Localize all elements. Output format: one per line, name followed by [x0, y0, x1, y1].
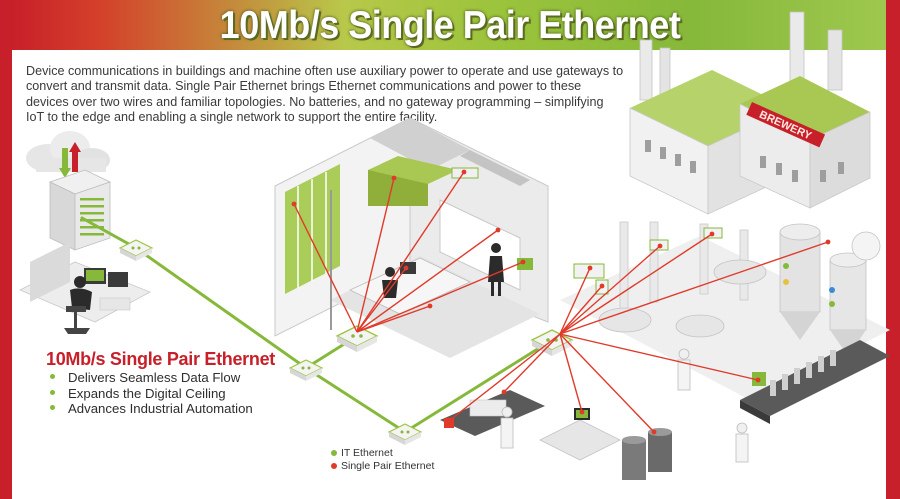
legend-label: IT Ethernet	[341, 447, 393, 459]
factory-floor	[440, 221, 890, 480]
download-arrow-icon	[59, 148, 71, 178]
feature-box: 10Mb/s Single Pair Ethernet Delivers Sea…	[46, 349, 306, 417]
bullet-icon	[50, 374, 55, 379]
it-link-1	[80, 216, 138, 250]
switch-node-1	[118, 239, 154, 261]
it-link-5	[403, 338, 554, 434]
it-link-4	[304, 366, 407, 434]
intro-paragraph: Device communications in buildings and m…	[26, 64, 624, 125]
it-link-2	[134, 246, 308, 370]
feature-title: 10Mb/s Single Pair Ethernet	[46, 349, 275, 369]
legend-item-it-ethernet: IT Ethernet	[331, 447, 434, 460]
feature-item: Expands the Digital Ceiling	[46, 386, 306, 402]
feature-item-label: Advances Industrial Automation	[68, 401, 253, 416]
barrels	[622, 428, 672, 480]
spe-endpoints-factory	[447, 231, 831, 435]
feature-item-label: Delivers Seamless Data Flow	[68, 370, 241, 385]
left-accent-bar	[0, 0, 12, 499]
fermentation-tank-icon	[779, 223, 881, 356]
page-title: 10Mb/s Single Pair Ethernet	[219, 2, 681, 47]
bullet-icon	[50, 405, 55, 410]
legend: IT Ethernet Single Pair Ethernet	[331, 447, 434, 473]
bottle-conveyor-left	[440, 390, 545, 436]
right-accent-bar	[886, 0, 900, 499]
cloud-icon	[26, 131, 110, 172]
feature-item: Delivers Seamless Data Flow	[46, 370, 306, 386]
office-worker-icon	[19, 242, 151, 334]
server-rack-icon	[48, 169, 112, 251]
conveyor-icon	[740, 340, 890, 424]
title-banner	[12, 0, 886, 50]
brewery-building-icon: BREWERY	[629, 11, 871, 215]
switch-node-office	[335, 325, 379, 352]
office-room	[274, 117, 549, 358]
legend-swatch-red	[331, 463, 337, 469]
scale-icon	[539, 408, 621, 461]
worker-right-icon	[500, 348, 749, 463]
bullet-icon	[50, 389, 55, 395]
upload-arrow-icon	[69, 142, 81, 172]
spe-links-factory	[449, 233, 829, 433]
spe-endpoints-office	[291, 169, 526, 309]
legend-label: Single Pair Ethernet	[341, 460, 435, 472]
legend-item-single-pair-ethernet: Single Pair Ethernet	[331, 460, 434, 473]
switch-node-3	[387, 423, 423, 445]
spe-links-office	[293, 171, 524, 333]
switch-node-2	[288, 359, 324, 381]
feature-item: Advances Industrial Automation	[46, 401, 306, 417]
feature-item-label: Expands the Digital Ceiling	[68, 385, 226, 401]
legend-swatch-green	[331, 450, 337, 456]
